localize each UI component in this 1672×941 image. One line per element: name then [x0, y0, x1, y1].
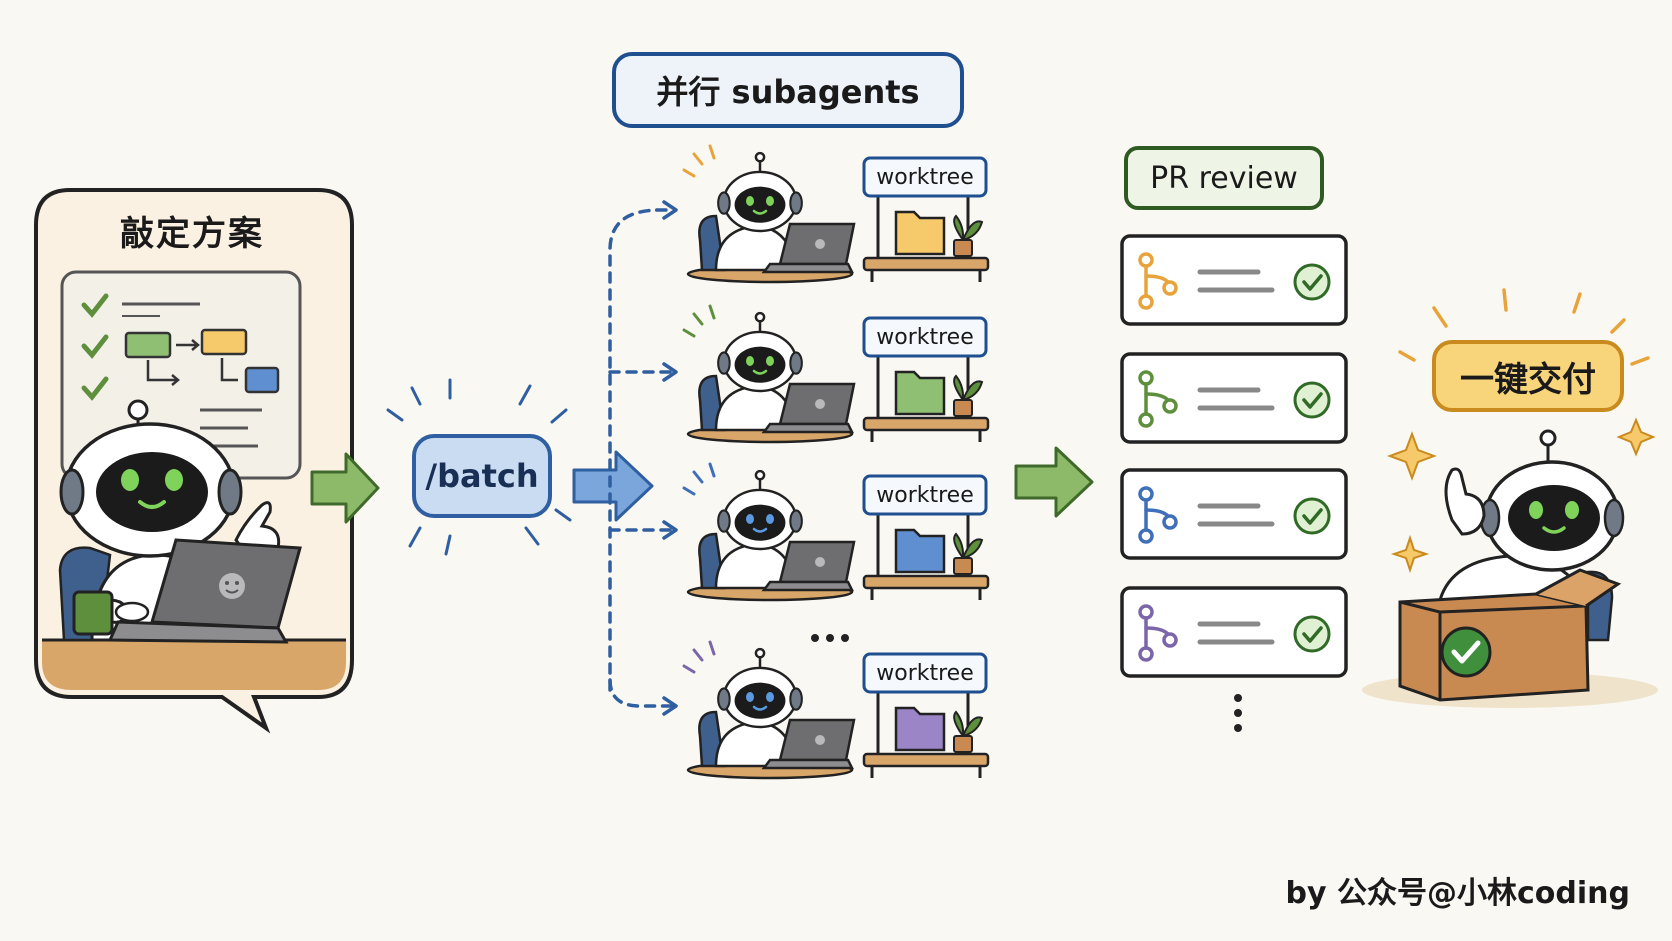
pr-card	[1120, 586, 1348, 678]
worktree-label: worktree	[876, 324, 974, 350]
deliver-sparkles	[1398, 288, 1650, 366]
review-title: PR review	[1150, 160, 1298, 196]
deliver-badge	[1432, 340, 1624, 412]
plant-icon	[953, 532, 984, 559]
folder-icon	[894, 528, 946, 574]
pr-card	[1120, 352, 1348, 444]
subagent-robot	[716, 151, 804, 233]
worktree-sign	[862, 156, 988, 198]
plant-icon	[953, 374, 984, 401]
git-branch-icon	[1138, 252, 1178, 310]
agent-row	[682, 144, 990, 284]
review-ellipsis	[1234, 694, 1242, 732]
worktree-sign	[862, 316, 988, 358]
agent-row	[682, 640, 990, 780]
plan-title: 敲定方案	[120, 213, 264, 254]
batch-label: /batch	[425, 457, 539, 495]
raised-hand-icon	[1444, 467, 1486, 536]
parallel-title-box	[612, 52, 964, 128]
credit-text: by 公众号@小林coding	[1285, 876, 1630, 911]
check-icon	[81, 376, 109, 401]
pr-card	[1120, 468, 1348, 560]
check-icon	[81, 334, 109, 359]
subagent-robot	[716, 311, 804, 393]
planner-robot	[59, 399, 243, 558]
subagent-robot	[716, 469, 804, 551]
worktree-shelf	[862, 316, 990, 442]
worktree-sign	[862, 474, 988, 516]
worktree-label: worktree	[876, 482, 974, 508]
agent-row	[682, 462, 990, 602]
agent-ellipsis	[811, 634, 849, 642]
git-branch-icon	[1138, 604, 1178, 662]
git-branch-icon	[1138, 370, 1178, 428]
sparkle-star-icon	[1616, 417, 1656, 457]
check-circle-icon	[1293, 381, 1331, 419]
check-circle-icon	[1293, 615, 1331, 653]
deliver-robot	[1362, 429, 1658, 708]
worktree-shelf	[862, 474, 990, 600]
arrow-to-batch	[310, 452, 380, 524]
arrow-to-review	[1014, 446, 1094, 518]
worktree-shelf	[862, 652, 990, 778]
review-cards	[1120, 234, 1348, 678]
worktree-sign	[862, 652, 988, 694]
agent-row	[682, 304, 990, 444]
batch-node	[386, 378, 572, 556]
subagent-robot	[716, 647, 804, 729]
check-circle-icon	[1440, 626, 1492, 678]
review-title-box	[1124, 146, 1324, 210]
sparkle-star-icon	[1387, 431, 1437, 481]
folder-icon	[894, 706, 946, 752]
folder-icon	[894, 210, 946, 256]
fanout-connectors	[608, 208, 674, 708]
check-icon	[81, 293, 109, 318]
mug-icon	[72, 590, 114, 636]
git-branch-icon	[1138, 486, 1178, 544]
agent-rows	[682, 144, 990, 780]
worktree-shelf	[862, 156, 990, 282]
folder-icon	[894, 370, 946, 416]
plant-icon	[953, 214, 984, 241]
plant-icon	[953, 710, 984, 737]
deliver-label: 一键交付	[1460, 359, 1596, 400]
worktree-label: worktree	[876, 660, 974, 686]
check-circle-icon	[1293, 497, 1331, 535]
pr-card	[1120, 234, 1348, 326]
sparkle-star-icon	[1390, 534, 1430, 574]
arrow-to-subagents	[572, 450, 654, 522]
plan-panel	[34, 188, 354, 734]
check-circle-icon	[1293, 263, 1331, 301]
parallel-title: 并行 subagents	[656, 73, 920, 111]
worktree-label: worktree	[876, 164, 974, 190]
